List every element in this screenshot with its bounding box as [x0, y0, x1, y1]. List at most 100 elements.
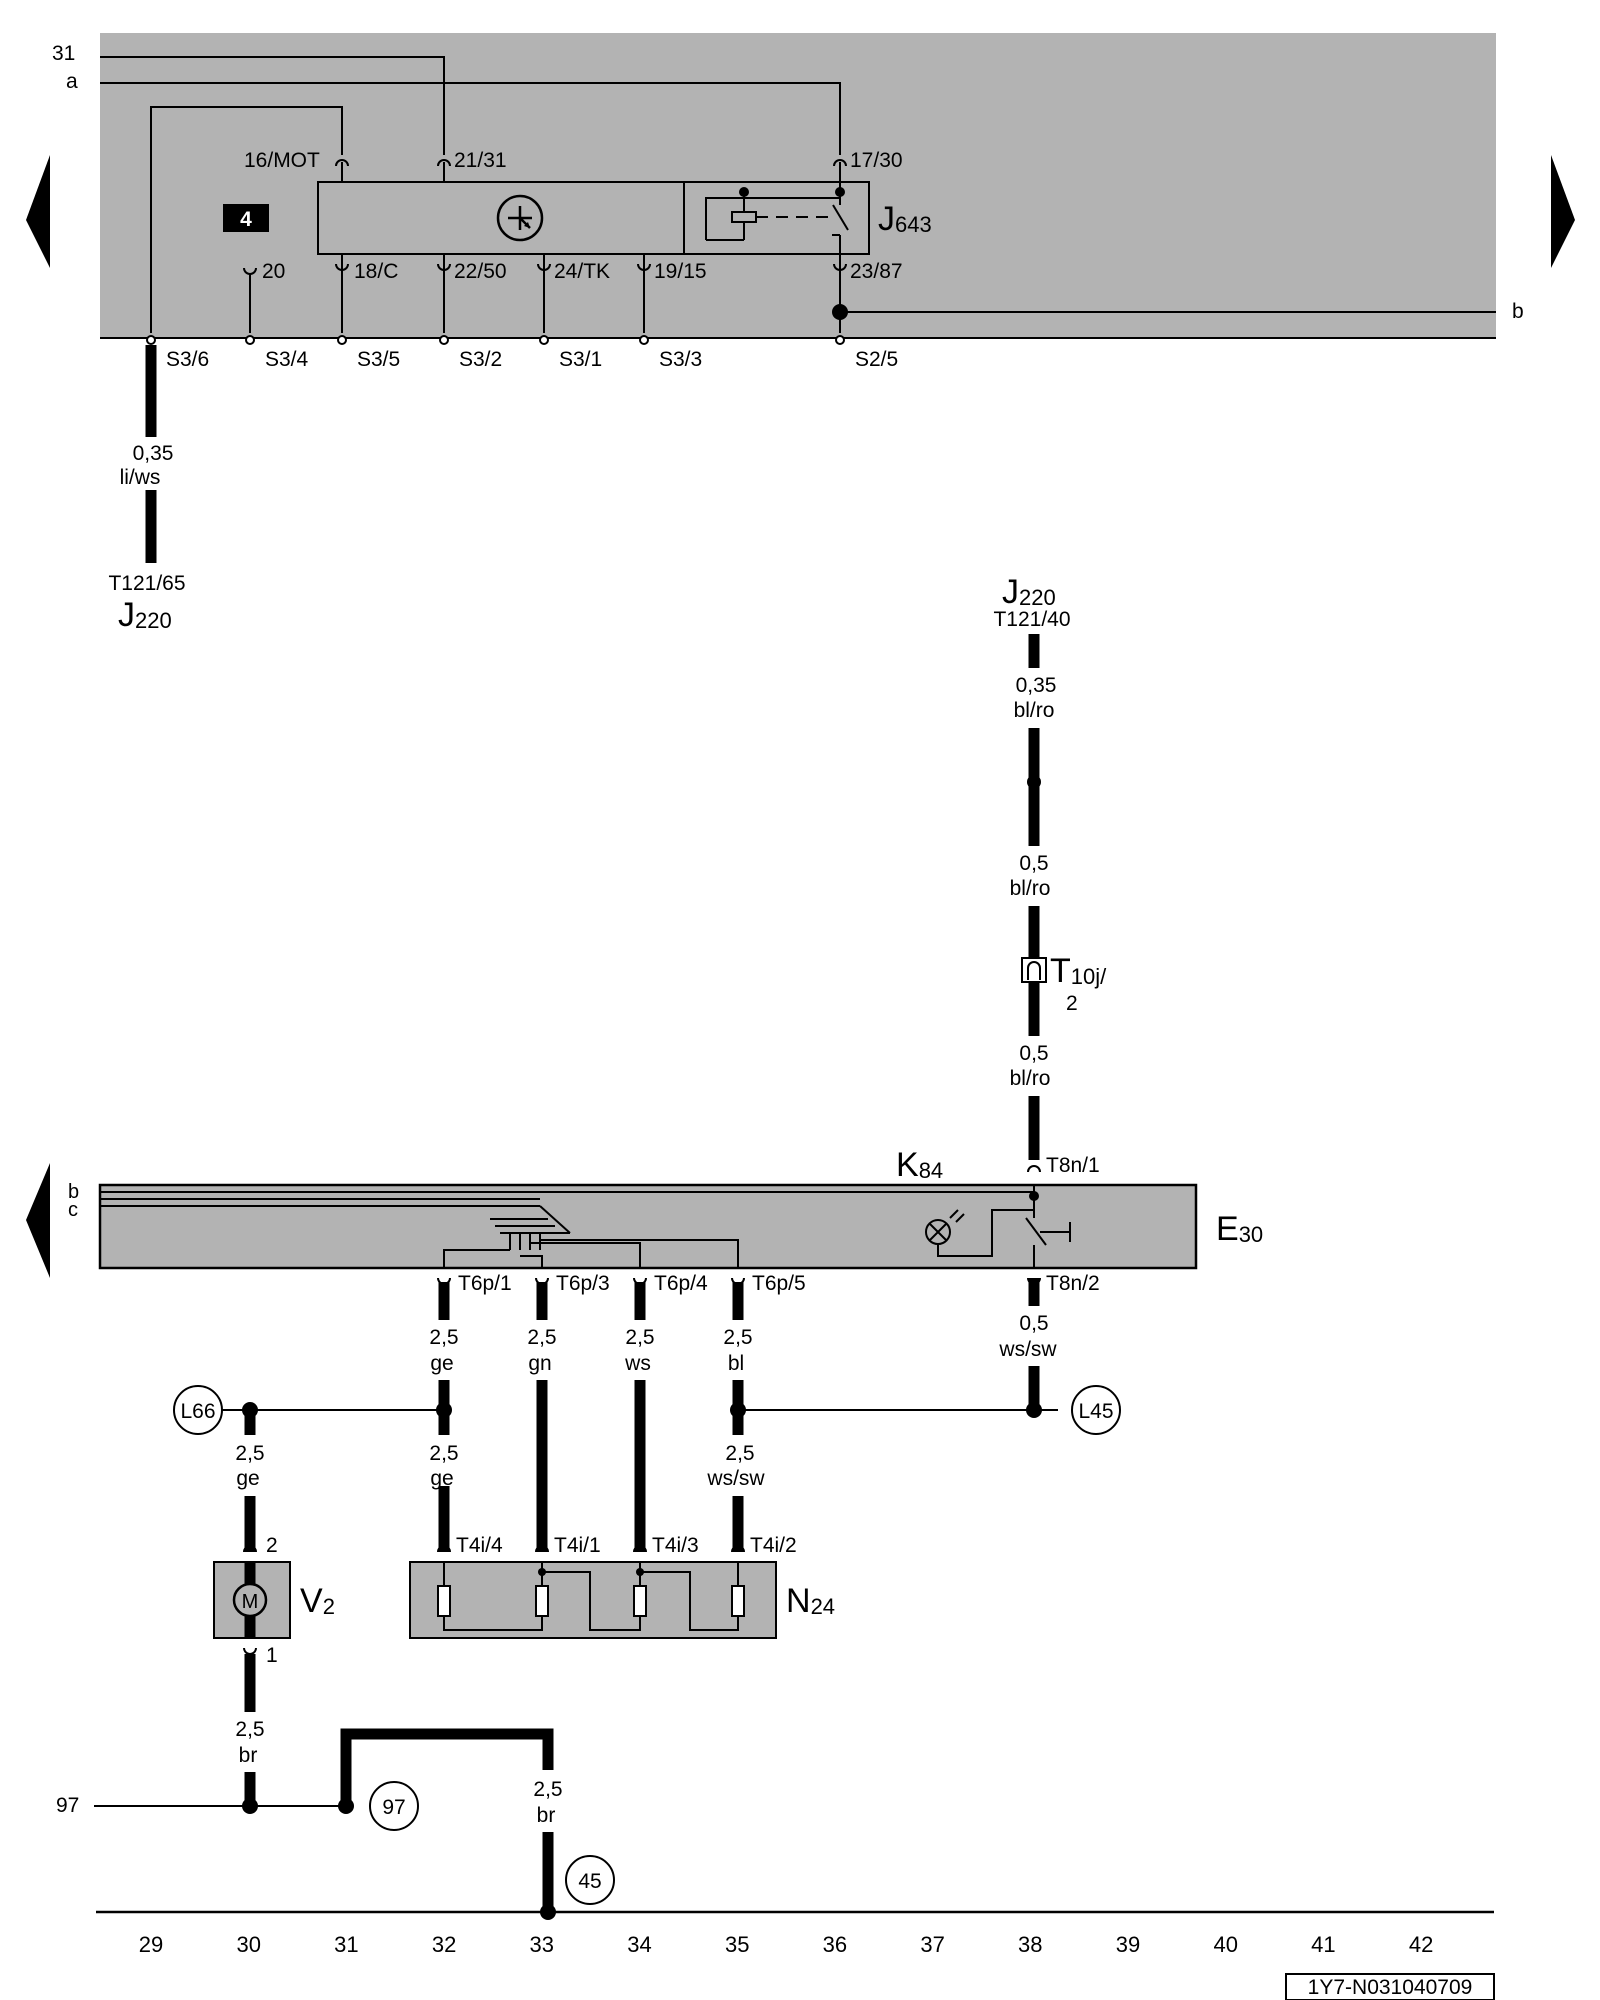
seg1-color: bl/ro	[1014, 699, 1055, 722]
pin-t8n-1: T8n/1	[1046, 1154, 1100, 1177]
pin-t8n-2: T8n/2	[1046, 1272, 1100, 1295]
ref-l45[interactable]	[1071, 1385, 1121, 1435]
motor-out-size: 2,5	[235, 1718, 264, 1741]
j220-left-pin: T121/65	[108, 572, 185, 595]
relay-contact-box	[683, 181, 870, 255]
pin-19-15: 19/15	[654, 260, 707, 283]
ws-sw-lower-color: ws/sw	[706, 1467, 765, 1490]
wire-b-label: b	[1512, 300, 1524, 323]
motor-symbol: M	[242, 1591, 259, 1613]
t10j-pin: 2	[1066, 992, 1078, 1015]
nav-right-arrow-icon[interactable]	[1551, 155, 1575, 268]
conn-s3-6: S3/6	[166, 348, 209, 371]
motor-in-size: 2,5	[235, 1442, 264, 1465]
t10j-name: T10j/	[1050, 952, 1107, 990]
column-number: 37	[920, 1932, 944, 1957]
j220-right-name: J220	[1002, 573, 1056, 611]
t6p3-size: 2,5	[527, 1326, 556, 1349]
column-number: 38	[1018, 1932, 1042, 1957]
conn-s3-5: S3/5	[357, 348, 400, 371]
pin-t6p-4: T6p/4	[654, 1272, 708, 1295]
conn-s3-3: S3/3	[659, 348, 702, 371]
conn-s3-2: S3/2	[459, 348, 502, 371]
t6p1-color: ge	[430, 1352, 453, 1375]
pin-t4i-3: T4i/3	[652, 1534, 699, 1557]
wire-16-mot	[150, 106, 343, 333]
ref-45[interactable]	[565, 1855, 615, 1905]
column-number: 33	[530, 1932, 554, 1957]
motor-in-color: ge	[236, 1467, 259, 1490]
pin-22-50: 22/50	[454, 260, 507, 283]
ge-lower-color: ge	[430, 1467, 453, 1490]
t6p5-color: bl	[728, 1352, 744, 1375]
nav-left-arrow-icon[interactable]	[26, 155, 50, 268]
pin-t4i-2: T4i/2	[750, 1534, 797, 1557]
ref-45-label: 45	[578, 1870, 601, 1893]
ground-size: 2,5	[533, 1778, 562, 1801]
seg2-color: bl/ro	[1010, 877, 1051, 900]
column-number: 34	[627, 1932, 651, 1957]
column-number: 39	[1116, 1932, 1140, 1957]
conn-s3-1: S3/1	[559, 348, 602, 371]
t6p5-size: 2,5	[723, 1326, 752, 1349]
wire-a	[100, 82, 841, 155]
relay-name: J643	[878, 200, 932, 238]
motor-v2-name: V2	[300, 1582, 335, 1620]
motor-icon	[232, 1582, 268, 1618]
switch-e30-name: E30	[1216, 1210, 1263, 1248]
pin-24-tk: 24/TK	[554, 260, 610, 283]
pin-23-87: 23/87	[850, 260, 903, 283]
column-number: 29	[139, 1932, 163, 1957]
resistor-network	[437, 1562, 745, 1631]
j220-right-pin: T121/40	[993, 608, 1070, 631]
nav-left-arrow-lower-icon[interactable]	[26, 1163, 50, 1278]
column-number: 36	[823, 1932, 847, 1957]
pin-t6p-1: T6p/1	[458, 1272, 512, 1295]
resistor-n24-name: N24	[786, 1582, 835, 1620]
pin-t4i-1: T4i/1	[554, 1534, 601, 1557]
transistor-icon	[496, 194, 544, 242]
column-number: 32	[432, 1932, 456, 1957]
ref-l45-label: L45	[1078, 1400, 1113, 1423]
seg2-size: 0,5	[1019, 852, 1048, 875]
t6p4-color: ws	[624, 1352, 651, 1375]
fan-switch-contacts	[443, 1205, 739, 1268]
wire-31	[100, 56, 445, 155]
relay-badge	[223, 204, 269, 232]
relay-badge-text: 4	[240, 208, 252, 231]
pin-17-30: 17/30	[850, 149, 903, 172]
ground-color: br	[537, 1804, 556, 1827]
switch-b-label: b	[68, 1181, 79, 1203]
ref-l66-label: L66	[180, 1400, 215, 1423]
t6p3-color: gn	[528, 1352, 551, 1375]
wire-97-label: 97	[56, 1794, 79, 1817]
column-number: 40	[1213, 1932, 1237, 1957]
relay-panel	[100, 33, 1496, 338]
motor-pin-1: 1	[266, 1644, 278, 1667]
doc-id-box	[1285, 1973, 1495, 2000]
seg3-color: bl/ro	[1010, 1067, 1051, 1090]
j220-left-color: li/ws	[120, 466, 161, 489]
t6p1-size: 2,5	[429, 1326, 458, 1349]
conn-s3-4: S3/4	[265, 348, 309, 371]
pin-20: 20	[262, 260, 285, 283]
wire-a-label: a	[66, 70, 78, 93]
switch-c-label: c	[68, 1199, 78, 1221]
ref-97-label: 97	[382, 1796, 405, 1819]
t8n-out-size: 0,5	[1019, 1312, 1048, 1335]
pin-t6p-3: T6p/3	[556, 1272, 610, 1295]
resistor-n24-box	[409, 1561, 777, 1639]
pin-18-c: 18/C	[354, 260, 398, 283]
pin-21-31: 21/31	[454, 149, 507, 172]
motor-out-color: br	[239, 1744, 258, 1767]
pin-t6p-5: T6p/5	[752, 1272, 806, 1295]
ref-97[interactable]	[369, 1781, 419, 1831]
seg1-size: 0,35	[1016, 674, 1057, 697]
seg3-size: 0,5	[1019, 1042, 1048, 1065]
ge-lower-size: 2,5	[429, 1442, 458, 1465]
doc-id: 1Y7-N031040709	[1308, 1976, 1473, 1999]
lamp-k84-name: K84	[896, 1146, 943, 1184]
t8n-out-color: ws/sw	[998, 1338, 1057, 1361]
